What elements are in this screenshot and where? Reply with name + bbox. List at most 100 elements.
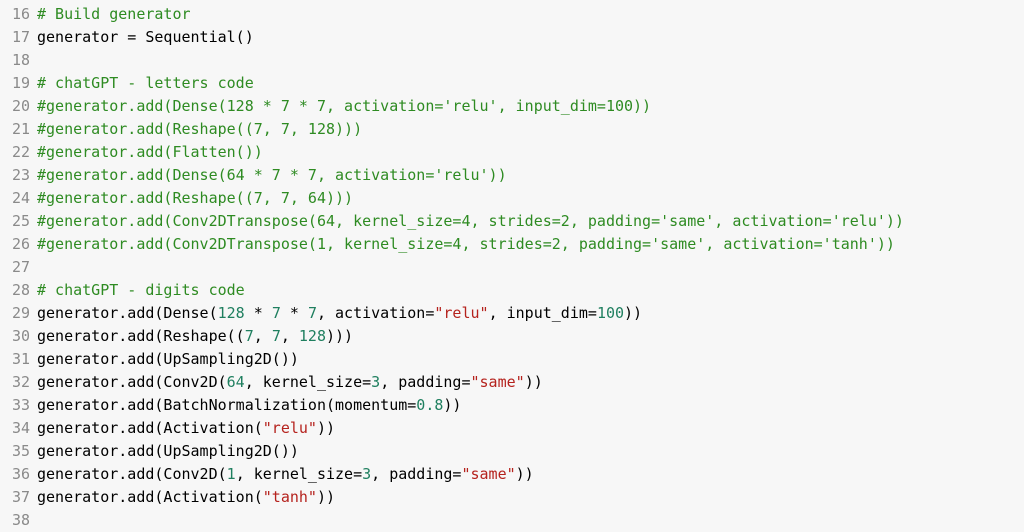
string-literal: "same" bbox=[470, 373, 525, 391]
number-literal: 128 bbox=[217, 304, 245, 322]
number-literal: 7 bbox=[271, 304, 281, 322]
code-token: , input_dim= bbox=[488, 304, 597, 322]
code-line[interactable]: 28 # chatGPT - digits code bbox=[0, 279, 245, 302]
code-comment: # Build generator bbox=[37, 5, 191, 23]
code-line[interactable]: 24 #generator.add(Reshape((7, 7, 64))) bbox=[0, 187, 353, 210]
code-line[interactable]: 22 #generator.add(Flatten()) bbox=[0, 141, 263, 164]
code-token: generator.add(UpSampling2D()) bbox=[37, 442, 299, 460]
code-comment: # chatGPT - digits code bbox=[37, 281, 245, 299]
code-token: generator.add(Activation( bbox=[37, 419, 263, 437]
code-line[interactable]: 19# chatGPT - letters code bbox=[0, 72, 254, 95]
code-token: generator.add(Reshape(( bbox=[37, 327, 245, 345]
number-literal: 64 bbox=[226, 373, 245, 391]
code-line[interactable]: 23 #generator.add(Dense(64 * 7 * 7, activ… bbox=[0, 164, 507, 187]
code-line[interactable]: 32 generator.add(Conv2D(64, kernel_size=3… bbox=[0, 371, 543, 394]
string-literal: "tanh" bbox=[262, 488, 317, 506]
line-number: 20 bbox=[11, 97, 30, 115]
code-token: ))) bbox=[326, 327, 354, 345]
line-number: 27 bbox=[11, 258, 30, 276]
code-token: , activation= bbox=[316, 304, 435, 322]
code-text: #generator.add(Conv2DTranspose(64, kerne… bbox=[37, 210, 904, 233]
code-line[interactable]: 17 generator = Sequential() bbox=[0, 26, 254, 49]
code-line[interactable]: 27 bbox=[0, 256, 37, 279]
string-literal: "relu" bbox=[434, 304, 489, 322]
line-number: 26 bbox=[11, 235, 30, 253]
code-text: generator.add(Conv2D(64, kernel_size=3, … bbox=[37, 371, 543, 394]
code-text: generator.add(Reshape((7, 7, 128))) bbox=[37, 325, 353, 348]
code-text: #generator.add(Flatten()) bbox=[37, 141, 263, 164]
code-line[interactable]: 36 generator.add(Conv2D(1, kernel_size=3,… bbox=[0, 463, 534, 486]
code-token: )) bbox=[515, 465, 534, 483]
code-token: )) bbox=[316, 419, 336, 437]
code-token: )) bbox=[443, 396, 462, 414]
line-number: 36 bbox=[11, 465, 30, 483]
code-token: , kernel_size= bbox=[244, 373, 372, 391]
code-token: generator.add(Activation( bbox=[37, 488, 263, 506]
code-token: * bbox=[280, 304, 308, 322]
code-token: , bbox=[280, 327, 299, 345]
code-token: , kernel_size= bbox=[235, 465, 363, 483]
code-text: generator.add(Activation("tanh")) bbox=[37, 486, 335, 509]
line-number: 28 bbox=[11, 281, 30, 299]
code-text: #generator.add(Conv2DTranspose(1, kernel… bbox=[37, 233, 895, 256]
code-token: generator.add(Dense( bbox=[37, 304, 218, 322]
line-number: 17 bbox=[11, 28, 30, 46]
line-number: 23 bbox=[11, 166, 30, 184]
code-token: generator.add(Conv2D( bbox=[37, 465, 227, 483]
line-number: 18 bbox=[11, 51, 30, 69]
number-literal: 3 bbox=[362, 465, 372, 483]
code-text: # chatGPT - letters code bbox=[37, 72, 254, 95]
number-literal: 128 bbox=[298, 327, 326, 345]
number-literal: 3 bbox=[371, 373, 381, 391]
line-number: 38 bbox=[11, 511, 30, 529]
code-text: generator.add(Conv2D(1, kernel_size=3, p… bbox=[37, 463, 534, 486]
code-text: generator.add(UpSampling2D()) bbox=[37, 440, 299, 463]
line-number: 30 bbox=[11, 327, 30, 345]
code-text: generator.add(Activation("relu")) bbox=[37, 417, 335, 440]
line-number: 37 bbox=[11, 488, 30, 506]
number-literal: 7 bbox=[271, 327, 281, 345]
code-line[interactable]: 20 #generator.add(Dense(128 * 7 * 7, acti… bbox=[0, 95, 651, 118]
code-line[interactable]: 37 generator.add(Activation("tanh")) bbox=[0, 486, 335, 509]
number-literal: 1 bbox=[226, 465, 236, 483]
code-line[interactable]: 35 generator.add(UpSampling2D()) bbox=[0, 440, 299, 463]
line-number: 21 bbox=[11, 120, 30, 138]
line-number: 29 bbox=[11, 304, 30, 322]
line-number: 24 bbox=[11, 189, 30, 207]
code-token: , bbox=[253, 327, 272, 345]
code-comment: #generator.add(Reshape((7, 7, 64))) bbox=[37, 189, 354, 207]
code-text: # Build generator bbox=[37, 3, 191, 26]
code-comment: # chatGPT - letters code bbox=[37, 74, 254, 92]
code-comment: #generator.add(Dense(128 * 7 * 7, activa… bbox=[37, 97, 652, 115]
string-literal: "relu" bbox=[262, 419, 317, 437]
code-comment: #generator.add(Dense(64 * 7 * 7, activat… bbox=[37, 166, 507, 184]
line-number: 31 bbox=[11, 350, 30, 368]
code-line[interactable]: 25#generator.add(Conv2DTranspose(64, ker… bbox=[0, 210, 904, 233]
string-literal: "same" bbox=[461, 465, 516, 483]
line-number: 32 bbox=[11, 373, 30, 391]
code-line[interactable]: 21#generator.add(Reshape((7, 7, 128))) bbox=[0, 118, 362, 141]
line-number: 22 bbox=[11, 143, 30, 161]
code-line[interactable]: 16# Build generator bbox=[0, 3, 191, 26]
code-text: generator = Sequential() bbox=[37, 26, 254, 49]
code-token: generator = Sequential() bbox=[37, 28, 254, 46]
code-line[interactable]: 18 bbox=[0, 49, 37, 72]
code-token: generator.add(Conv2D( bbox=[37, 373, 227, 391]
code-token: , padding= bbox=[371, 465, 462, 483]
code-line[interactable]: 38 bbox=[0, 509, 37, 532]
code-token: * bbox=[244, 304, 272, 322]
line-number: 35 bbox=[11, 442, 30, 460]
code-text: # chatGPT - digits code bbox=[37, 279, 245, 302]
code-text: #generator.add(Reshape((7, 7, 64))) bbox=[37, 187, 353, 210]
code-comment: #generator.add(Conv2DTranspose(1, kernel… bbox=[37, 235, 895, 253]
code-comment: #generator.add(Flatten()) bbox=[37, 143, 263, 161]
number-literal: 7 bbox=[244, 327, 254, 345]
number-literal: 100 bbox=[596, 304, 625, 322]
code-line[interactable]: 26 #generator.add(Conv2DTranspose(1, kern… bbox=[0, 233, 895, 256]
